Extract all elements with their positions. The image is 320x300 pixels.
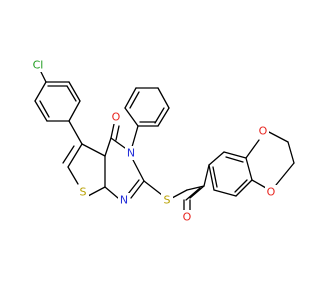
bond (129, 91, 140, 109)
bond (131, 157, 145, 182)
bond (124, 87, 137, 109)
bond (186, 185, 205, 191)
bond (124, 107, 139, 127)
bond (245, 157, 253, 181)
ketone-oxygen-label: O (183, 211, 192, 224)
bond (266, 130, 289, 143)
molecule-structure-diagram: Cl O N N S S O O (28, 58, 295, 224)
bond (157, 107, 170, 127)
bond (68, 120, 83, 145)
dioxane-oxygen-bottom-atom: O (265, 185, 277, 199)
bond (131, 125, 139, 148)
bond (287, 141, 295, 164)
bond (68, 81, 81, 102)
bond (104, 137, 112, 157)
bond (104, 186, 119, 199)
bond (235, 179, 253, 197)
bond (67, 143, 83, 168)
bond (185, 187, 201, 201)
bond (213, 189, 237, 197)
bond (115, 125, 120, 141)
thioether-sulfur-label: S (164, 194, 171, 207)
bond (127, 179, 140, 195)
bond (203, 164, 210, 187)
bond (251, 179, 267, 189)
bond (234, 179, 248, 193)
bond (223, 151, 247, 159)
bond (245, 139, 260, 159)
bond (171, 189, 188, 199)
bond (110, 123, 115, 139)
bond (225, 156, 244, 163)
bond (130, 180, 145, 199)
bond (212, 166, 218, 188)
carbonyl-oxygen-atom: O (110, 110, 122, 124)
thiophene-sulfur-atom: S (77, 185, 89, 199)
bond (157, 87, 170, 109)
bond (275, 162, 295, 186)
bond (110, 137, 126, 149)
bond (208, 151, 225, 166)
dioxane-oxygen-top-atom: O (257, 124, 269, 138)
chlorine-label: Cl (33, 59, 44, 72)
thioether-sulfur-atom: S (161, 193, 173, 207)
ring-nitrogen-1-label: N (120, 194, 128, 207)
ring-nitrogen-1-atom: N (118, 193, 130, 207)
thiophene-sulfur-label: S (80, 186, 87, 199)
bond (87, 186, 106, 197)
bond (68, 100, 81, 122)
ring-nitrogen-3-label: N (127, 147, 135, 160)
bond (66, 85, 77, 102)
bond (81, 143, 106, 157)
bond (143, 180, 163, 196)
atom-labels: Cl O N N S S O O (28, 58, 277, 224)
bond (208, 164, 215, 191)
bond (39, 100, 50, 118)
bond (154, 107, 165, 124)
carbonyl-oxygen-label: O (112, 111, 121, 124)
bond (34, 81, 47, 102)
dioxane-oxygen-bottom-label: O (267, 186, 276, 199)
dioxane-oxygen-top-label: O (259, 125, 268, 138)
bond (34, 100, 48, 122)
ketone-oxygen-atom: O (181, 210, 193, 224)
ring-nitrogen-3-atom: N (125, 146, 137, 160)
chlorine-atom: Cl (28, 58, 48, 72)
bond (67, 166, 79, 185)
bond (62, 145, 75, 164)
bond (189, 185, 205, 199)
bonds (34, 69, 295, 213)
